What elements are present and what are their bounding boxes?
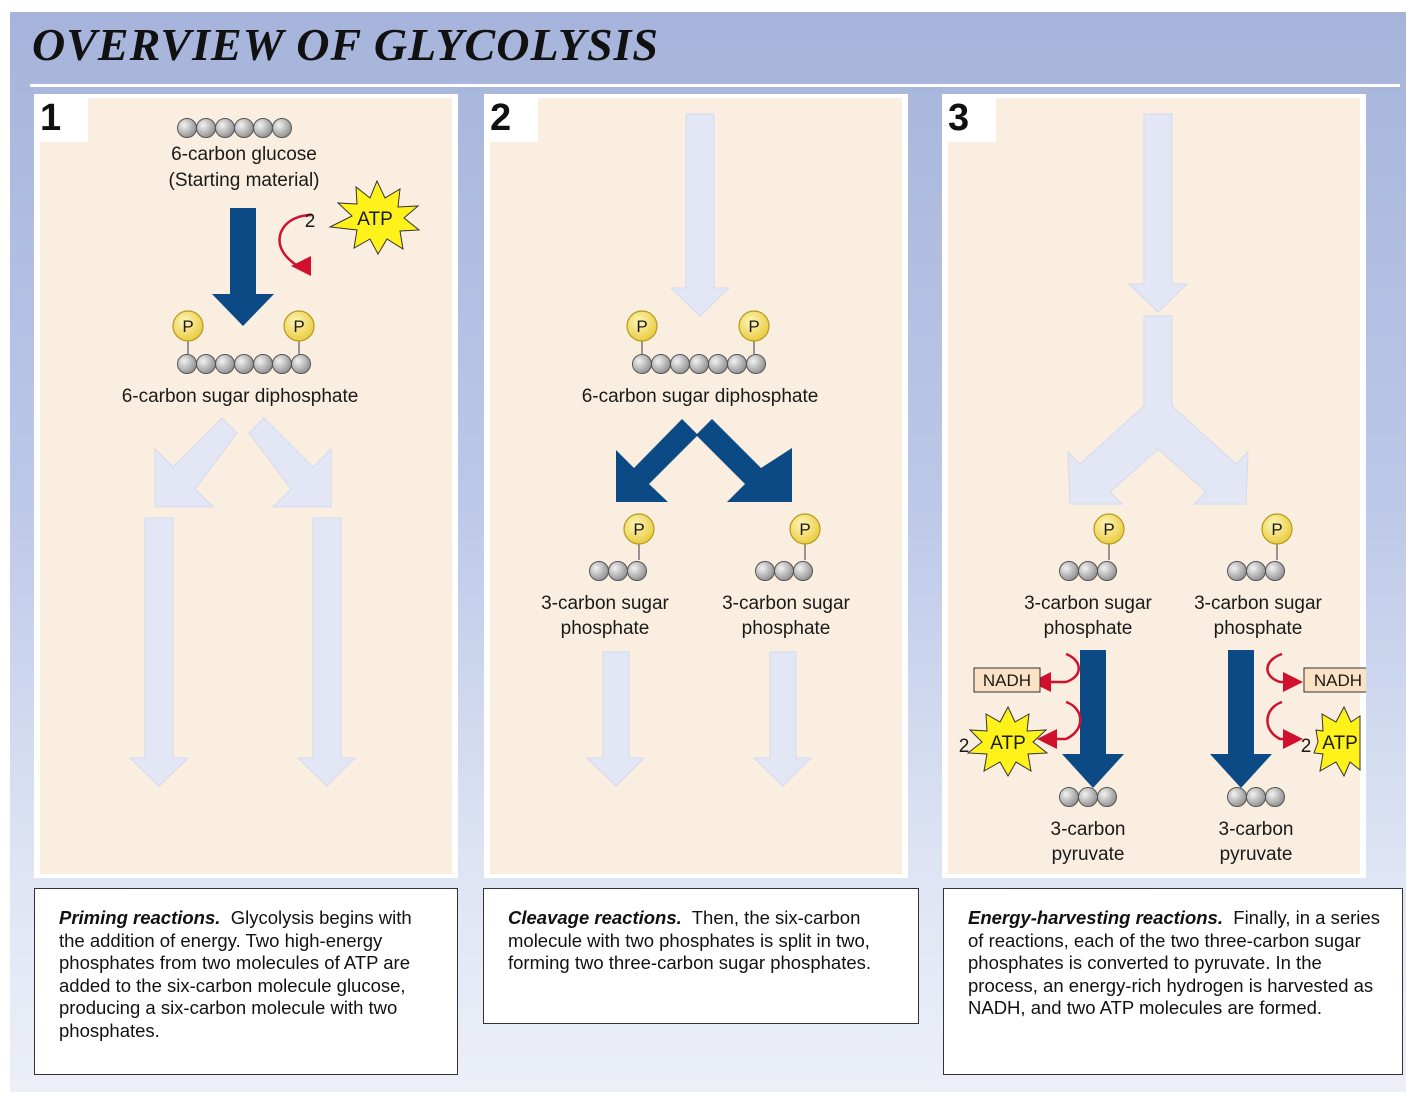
panel-number: 2 — [484, 94, 538, 142]
pyruvate-right-label-2: pyruvate — [1220, 844, 1293, 865]
diphosphate-label: 6-carbon sugar diphosphate — [122, 386, 359, 407]
panel-energy-harvesting: P 3-carbon sugar phosphate P 3-carbon su… — [942, 94, 1366, 878]
atp-burst-left-icon — [966, 705, 1049, 778]
sugar-diphosphate-chain — [177, 354, 311, 374]
pyruvate-right-label-1: 3-carbon — [1219, 819, 1294, 840]
faded-pathway-arrows — [1067, 113, 1249, 505]
sugar-phosphate-left: P — [589, 513, 655, 581]
pyruvate-left — [1059, 787, 1117, 807]
caption-text: Glycolysis begins with the addition of e… — [59, 907, 412, 1041]
atp-count-left: 2 — [959, 736, 970, 757]
atp-count: 2 — [305, 211, 316, 232]
faded-arrow-top — [669, 113, 731, 317]
atp-label-left: ATP — [990, 733, 1026, 754]
panel-cleavage: P P 6-carbon sugar diphosphate P — [484, 94, 908, 878]
caption-text: Then, the six-carbon molecule with two p… — [508, 907, 872, 973]
sugar-phosphate-left-label-1: 3-carbon sugar — [541, 593, 669, 614]
caption-heading: Energy-harvesting reactions. — [968, 907, 1223, 928]
sugar-phosphate-right-label-2: phosphate — [742, 618, 831, 639]
title-rule — [30, 84, 1400, 87]
svg-text:P: P — [636, 317, 647, 336]
caption-heading: Cleavage reactions. — [508, 907, 682, 928]
panel-priming: 6-carbon glucose (Starting material) 2 A… — [34, 94, 458, 878]
nadh-box-right — [1303, 667, 1366, 693]
atp-burst-icon — [328, 179, 421, 256]
nadh-box-left — [973, 667, 1041, 693]
svg-text:P: P — [633, 520, 644, 539]
harvest-arrow-left — [1062, 650, 1124, 788]
caption-heading: Priming reactions. — [59, 907, 221, 928]
sugar-phosphate-left-label-2: phosphate — [561, 618, 650, 639]
panel-number: 1 — [34, 94, 88, 142]
phosphate-left: P — [172, 310, 204, 354]
sugar-phosphate-left-label-2: phosphate — [1044, 618, 1133, 639]
pyruvate-left-label-2: pyruvate — [1052, 844, 1125, 865]
faded-pathway-arrows — [585, 651, 813, 787]
glucose-chain — [177, 118, 292, 138]
cleavage-arrow-left — [616, 419, 698, 502]
priming-diagram: 6-carbon glucose (Starting material) 2 A… — [122, 118, 421, 787]
atp-label-right: ATP — [1322, 733, 1358, 754]
svg-text:P: P — [182, 317, 193, 336]
svg-text:P: P — [293, 317, 304, 336]
atp-output-arrow-right — [1266, 700, 1303, 749]
pyruvate-left-label-1: 3-carbon — [1051, 819, 1126, 840]
atp-label: ATP — [357, 209, 393, 230]
atp-burst-right-icon — [1313, 705, 1361, 778]
phosphate-left: P — [626, 310, 658, 354]
caption-energy-harvesting: Energy-harvesting reactions. Finally, in… — [943, 888, 1403, 1075]
atp-count-right: 2 — [1301, 736, 1312, 757]
atp-input-arrow — [278, 213, 313, 276]
svg-text:P: P — [1103, 520, 1114, 539]
sugar-phosphate-right-label-1: 3-carbon sugar — [722, 593, 850, 614]
glucose-label: 6-carbon glucose — [171, 144, 317, 165]
nadh-output-arrow-right — [1266, 652, 1303, 692]
sugar-phosphate-right-label-1: 3-carbon sugar — [1194, 593, 1322, 614]
phosphate-right: P — [738, 310, 770, 354]
sugar-phosphate-right: P — [1227, 513, 1293, 581]
faded-pathway-arrows — [128, 417, 357, 787]
svg-text:P: P — [799, 520, 810, 539]
cleavage-arrow-right — [696, 419, 792, 502]
nadh-label-left: NADH — [983, 671, 1031, 690]
cleavage-diagram: P P 6-carbon sugar diphosphate P — [541, 113, 851, 787]
pyruvate-right — [1227, 787, 1285, 807]
caption-text: Finally, in a series of reactions, each … — [968, 907, 1380, 1018]
nadh-label-right: NADH — [1314, 671, 1362, 690]
harvest-arrow-right — [1210, 650, 1272, 788]
svg-text:P: P — [748, 317, 759, 336]
figure-title: OVERVIEW OF GLYCOLYSIS — [32, 19, 660, 70]
caption-cleavage: Cleavage reactions. Then, the six-carbon… — [483, 888, 919, 1024]
nadh-output-arrow-left — [1031, 652, 1080, 692]
sugar-diphosphate-chain — [632, 354, 766, 374]
svg-text:P: P — [1271, 520, 1282, 539]
sugar-phosphate-right-label-2: phosphate — [1214, 618, 1303, 639]
panel-number: 3 — [942, 94, 996, 142]
atp-output-arrow-left — [1037, 700, 1082, 749]
sugar-phosphate-right: P — [755, 513, 821, 581]
energy-harvesting-diagram: P 3-carbon sugar phosphate P 3-carbon su… — [959, 113, 1366, 865]
diphosphate-label: 6-carbon sugar diphosphate — [582, 386, 819, 407]
sugar-phosphate-left: P — [1059, 513, 1125, 581]
phosphate-right: P — [283, 310, 315, 354]
caption-priming: Priming reactions. Glycolysis begins wit… — [34, 888, 458, 1075]
priming-arrow — [212, 208, 274, 326]
starting-material-label: (Starting material) — [169, 170, 320, 191]
sugar-phosphate-left-label-1: 3-carbon sugar — [1024, 593, 1152, 614]
